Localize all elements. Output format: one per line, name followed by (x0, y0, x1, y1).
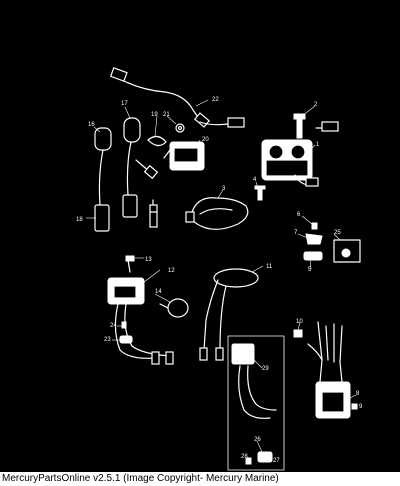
callout-29: 29 (262, 366, 269, 372)
part-21-washer[interactable] (175, 123, 185, 133)
callout-5: 5 (308, 267, 312, 273)
wire-connector[interactable] (135, 159, 159, 180)
part-19-clip[interactable] (147, 135, 167, 147)
part-11-harness[interactable] (199, 268, 259, 361)
part-27-terminal[interactable] (257, 451, 273, 463)
part-14-ring[interactable] (159, 298, 189, 318)
callout-21: 21 (163, 112, 170, 118)
part-7-clamp[interactable] (305, 233, 323, 245)
part-24-screw[interactable] (121, 321, 127, 329)
part-4-screw[interactable] (254, 185, 266, 201)
exploded-view-drawing: 22 2 16 17 19 21 20 1 3 4 18 13 12 14 11… (76, 67, 363, 471)
parts-diagram: 22 2 16 17 19 21 20 1 3 4 18 13 12 14 11… (0, 0, 400, 472)
callout-7: 7 (294, 230, 298, 236)
part-1-coil-pack[interactable] (261, 139, 319, 187)
part-10-grommet[interactable] (293, 329, 303, 338)
part-2-bolt[interactable] (293, 113, 306, 139)
callout-19: 19 (151, 112, 158, 118)
callout-18: 18 (76, 217, 83, 223)
part-9-screw[interactable] (351, 403, 358, 410)
part-3-harness[interactable] (185, 197, 249, 230)
part-25-plug[interactable] (333, 239, 361, 263)
callout-24: 24 (110, 323, 117, 329)
part-5-connector[interactable] (303, 251, 323, 261)
part-6-screw[interactable] (311, 222, 318, 230)
callout-28: 28 (241, 454, 248, 460)
callout-12: 12 (168, 268, 175, 274)
part-17-spark-lead[interactable] (122, 117, 141, 218)
bottom-terminals[interactable] (151, 351, 174, 365)
part-12-switch-box[interactable] (107, 255, 171, 359)
callout-16: 16 (88, 122, 95, 128)
callout-23: 23 (104, 337, 111, 343)
callout-4: 4 (253, 177, 257, 183)
part-16-spark-lead[interactable] (94, 127, 112, 232)
part-8-regulator[interactable] (315, 359, 351, 419)
callout-6: 6 (297, 212, 301, 218)
callout-17: 17 (121, 101, 128, 107)
callout-22: 22 (212, 97, 219, 103)
callout-10: 10 (296, 319, 303, 325)
callout-8: 8 (356, 391, 360, 397)
callout-26: 26 (254, 437, 261, 443)
part-29-module[interactable] (231, 343, 277, 419)
part-22-cable[interactable] (109, 67, 245, 128)
sub-assembly-box (227, 335, 285, 471)
leader-lines (86, 99, 358, 459)
part-20-ignition-coil[interactable] (163, 141, 205, 171)
callout-25: 25 (334, 230, 341, 236)
callout-14: 14 (155, 289, 162, 295)
callout-9: 9 (359, 404, 363, 410)
callout-27: 27 (273, 458, 280, 464)
callout-3: 3 (222, 186, 226, 192)
regulator-wires[interactable] (307, 321, 343, 363)
part-23-clamp[interactable] (119, 335, 133, 344)
callout-11: 11 (266, 264, 273, 270)
callout-13: 13 (145, 257, 152, 263)
copyright-caption: MercuryPartsOnline v2.5.1 (Image Copyrig… (2, 473, 279, 484)
spark-plug[interactable] (149, 199, 158, 228)
callout-1: 1 (316, 142, 320, 148)
callout-2: 2 (314, 102, 318, 108)
callout-20: 20 (202, 137, 209, 143)
connector-upper-right[interactable] (315, 121, 339, 132)
